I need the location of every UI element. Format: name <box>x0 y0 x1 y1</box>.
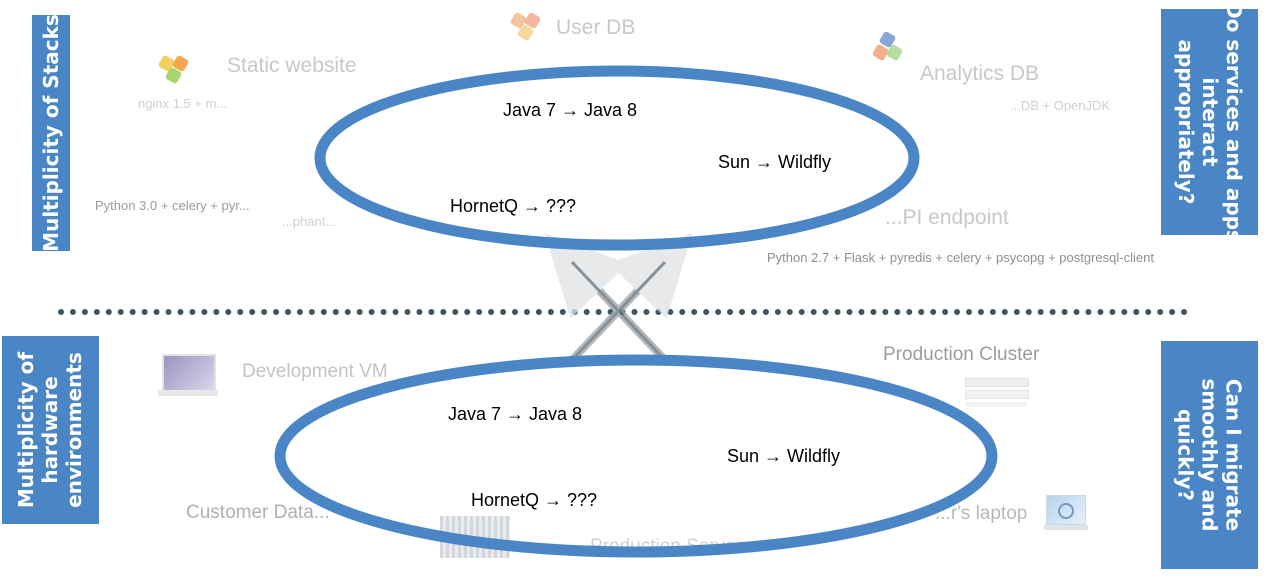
migrate-line-2: smoothly and <box>1197 378 1222 532</box>
bottom-java-label: Java 7 → Java 8 <box>448 404 583 424</box>
top-hornetq-label: HornetQ → ??? <box>450 196 577 216</box>
api-endpoint-label: ...PI endpoint <box>885 206 1009 229</box>
services-line-3: appropriately? <box>1173 39 1198 205</box>
services-interact-box: Do services and apps interact appropriat… <box>1161 2 1258 242</box>
bottom-hornetq-label: HornetQ → ??? <box>471 490 598 510</box>
laptop-icon <box>1044 495 1088 533</box>
hardware-line-1: Multiplicity of <box>14 351 39 509</box>
multiplicity-stacks-box: Multiplicity of Stacks <box>32 14 70 252</box>
crossing-arrows <box>544 232 693 363</box>
migrate-label: Can I migrate smoothly and quickly? <box>1174 379 1246 532</box>
user-db-label: User DB <box>556 16 636 39</box>
cluster-server-icon <box>965 378 1029 408</box>
customer-data-label: Customer Data... <box>186 502 330 523</box>
top-sun-label: Sun → Wildfly <box>718 152 832 172</box>
bottom-sun-label: Sun → Wildfly <box>727 446 841 466</box>
static-website-label: Static website <box>227 54 357 77</box>
top-ellipse <box>314 65 920 251</box>
migrate-line-1: Can I migrate <box>1221 378 1246 532</box>
migrate-line-3: quickly? <box>1173 408 1198 502</box>
hardware-line-2: hardware <box>38 376 63 484</box>
laptop-label: ...r's laptop <box>935 503 1028 524</box>
nginx-stack-label: nginx 1.5 + m... <box>138 96 228 111</box>
services-line-1: Do services and apps <box>1221 2 1246 242</box>
laptop-dev-icon <box>158 354 218 398</box>
analytics-db-label: Analytics DB <box>920 62 1040 85</box>
migrate-box: Can I migrate smoothly and quickly? <box>1161 341 1258 569</box>
production-cluster-label: Production Cluster <box>883 344 1040 365</box>
python27-stack-label: Python 2.7 + Flask + pyredis + celery + … <box>767 250 1154 265</box>
top-java-label: Java 7 → Java 8 <box>503 100 638 120</box>
services-line-2: interact <box>1197 77 1222 167</box>
hardware-line-3: environments <box>62 352 87 508</box>
multiplicity-hardware-box: Multiplicity of hardware environments <box>2 336 99 524</box>
multiplicity-hardware-label: Multiplicity of hardware environments <box>15 352 87 508</box>
python30-stack-label: Python 3.0 + celery + pyr... <box>95 198 250 213</box>
psql-fragment-label: ...phant... <box>282 214 337 229</box>
multiplicity-stacks-label: Multiplicity of Stacks <box>39 14 64 252</box>
openjdk-stack-label: ...DB + OpenJDK <box>1010 98 1111 113</box>
bottom-ellipse <box>274 354 998 558</box>
development-vm-label: Development VM <box>242 361 388 382</box>
services-interact-label: Do services and apps interact appropriat… <box>1174 2 1246 242</box>
